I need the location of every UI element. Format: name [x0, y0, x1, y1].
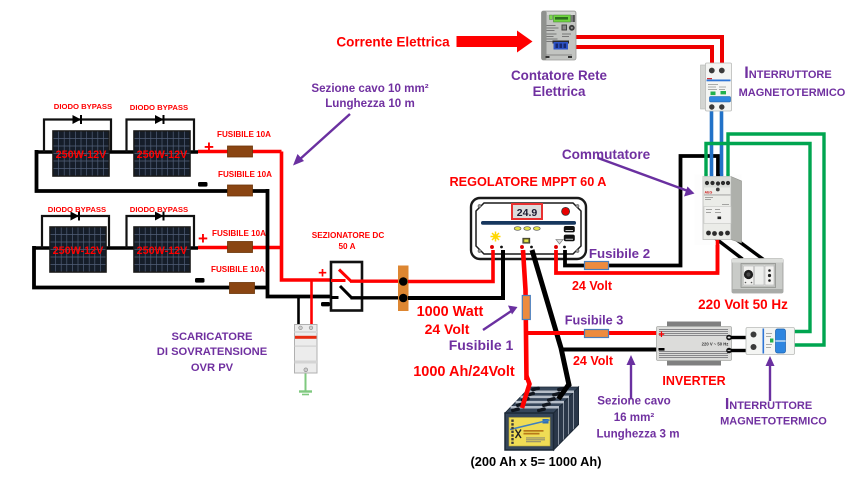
svg-text:OVR PV: OVR PV	[191, 362, 234, 374]
svg-text:220 V ~ 50 Hz: 220 V ~ 50 Hz	[702, 342, 729, 347]
svg-text:250W-12V: 250W-12V	[53, 245, 105, 257]
svg-text:magnetotermico: magnetotermico	[739, 82, 846, 100]
svg-text:16 mm²: 16 mm²	[614, 411, 655, 424]
svg-text:DI SOVRATENSIONE: DI SOVRATENSIONE	[157, 346, 268, 358]
svg-text:Fusibile 3: Fusibile 3	[565, 314, 624, 328]
svg-text:DIODO BYPASS: DIODO BYPASS	[130, 205, 188, 214]
svg-text:24 Volt: 24 Volt	[573, 354, 614, 368]
svg-text:+: +	[198, 229, 208, 248]
svg-text:SEZIONATORE DC: SEZIONATORE DC	[312, 231, 385, 240]
svg-text:Commutatore: Commutatore	[562, 147, 651, 162]
svg-text:INVERTER: INVERTER	[662, 374, 725, 388]
svg-text:Contatore Rete: Contatore Rete	[511, 68, 607, 83]
svg-text:Fusibile 2: Fusibile 2	[589, 246, 650, 261]
svg-text:50 A: 50 A	[339, 242, 356, 251]
svg-text:Elettrica: Elettrica	[533, 84, 586, 99]
svg-text:Lunghezza 3 m: Lunghezza 3 m	[596, 428, 679, 441]
svg-text:FUSIBILE 10A: FUSIBILE 10A	[212, 229, 266, 238]
svg-text:SCARICATORE: SCARICATORE	[171, 331, 253, 343]
svg-text:+: +	[658, 329, 664, 341]
svg-text:FUSIBILE 10A: FUSIBILE 10A	[211, 265, 265, 274]
svg-text:250W-12V: 250W-12V	[137, 245, 189, 257]
svg-text:1000 Watt: 1000 Watt	[417, 304, 484, 320]
svg-text:+: +	[204, 138, 214, 157]
svg-text:Corrente Elettrica: Corrente Elettrica	[336, 35, 450, 50]
svg-text:Sezione cavo: Sezione cavo	[597, 395, 670, 408]
svg-text:AEG: AEG	[705, 191, 713, 195]
svg-text:250W-12V: 250W-12V	[56, 149, 108, 161]
svg-text:REGOLATORE MPPT 60 A: REGOLATORE MPPT 60 A	[450, 175, 607, 189]
svg-text:FUSIBILE 10A: FUSIBILE 10A	[217, 130, 271, 139]
svg-text:DIODO BYPASS: DIODO BYPASS	[130, 103, 188, 112]
svg-text:250W-12V: 250W-12V	[137, 149, 189, 161]
svg-text:+: +	[318, 265, 327, 282]
svg-text:Fusibile 1: Fusibile 1	[449, 337, 514, 353]
svg-text:Lunghezza 10 m: Lunghezza 10 m	[325, 97, 415, 110]
svg-text:Sezione cavo 10 mm²: Sezione cavo 10 mm²	[311, 82, 428, 95]
svg-text:24.9: 24.9	[517, 207, 538, 219]
svg-text:(200 Ah x 5= 1000 Ah): (200 Ah x 5= 1000 Ah)	[471, 454, 602, 469]
svg-text:1000 Ah/24Volt: 1000 Ah/24Volt	[413, 364, 515, 380]
svg-text:magnetotermico: magnetotermico	[720, 412, 827, 429]
svg-text:Interruttore: Interruttore	[744, 64, 831, 82]
svg-text:DIODO BYPASS: DIODO BYPASS	[54, 102, 112, 111]
svg-text:220 Volt 50 Hz: 220 Volt 50 Hz	[698, 297, 788, 312]
svg-text:DIODO BYPASS: DIODO BYPASS	[48, 205, 106, 214]
svg-text:FUSIBILE 10A: FUSIBILE 10A	[218, 170, 272, 179]
svg-text:24 Volt: 24 Volt	[425, 321, 470, 337]
svg-text:Interruttore: Interruttore	[725, 396, 812, 413]
svg-text:24 Volt: 24 Volt	[572, 279, 613, 293]
